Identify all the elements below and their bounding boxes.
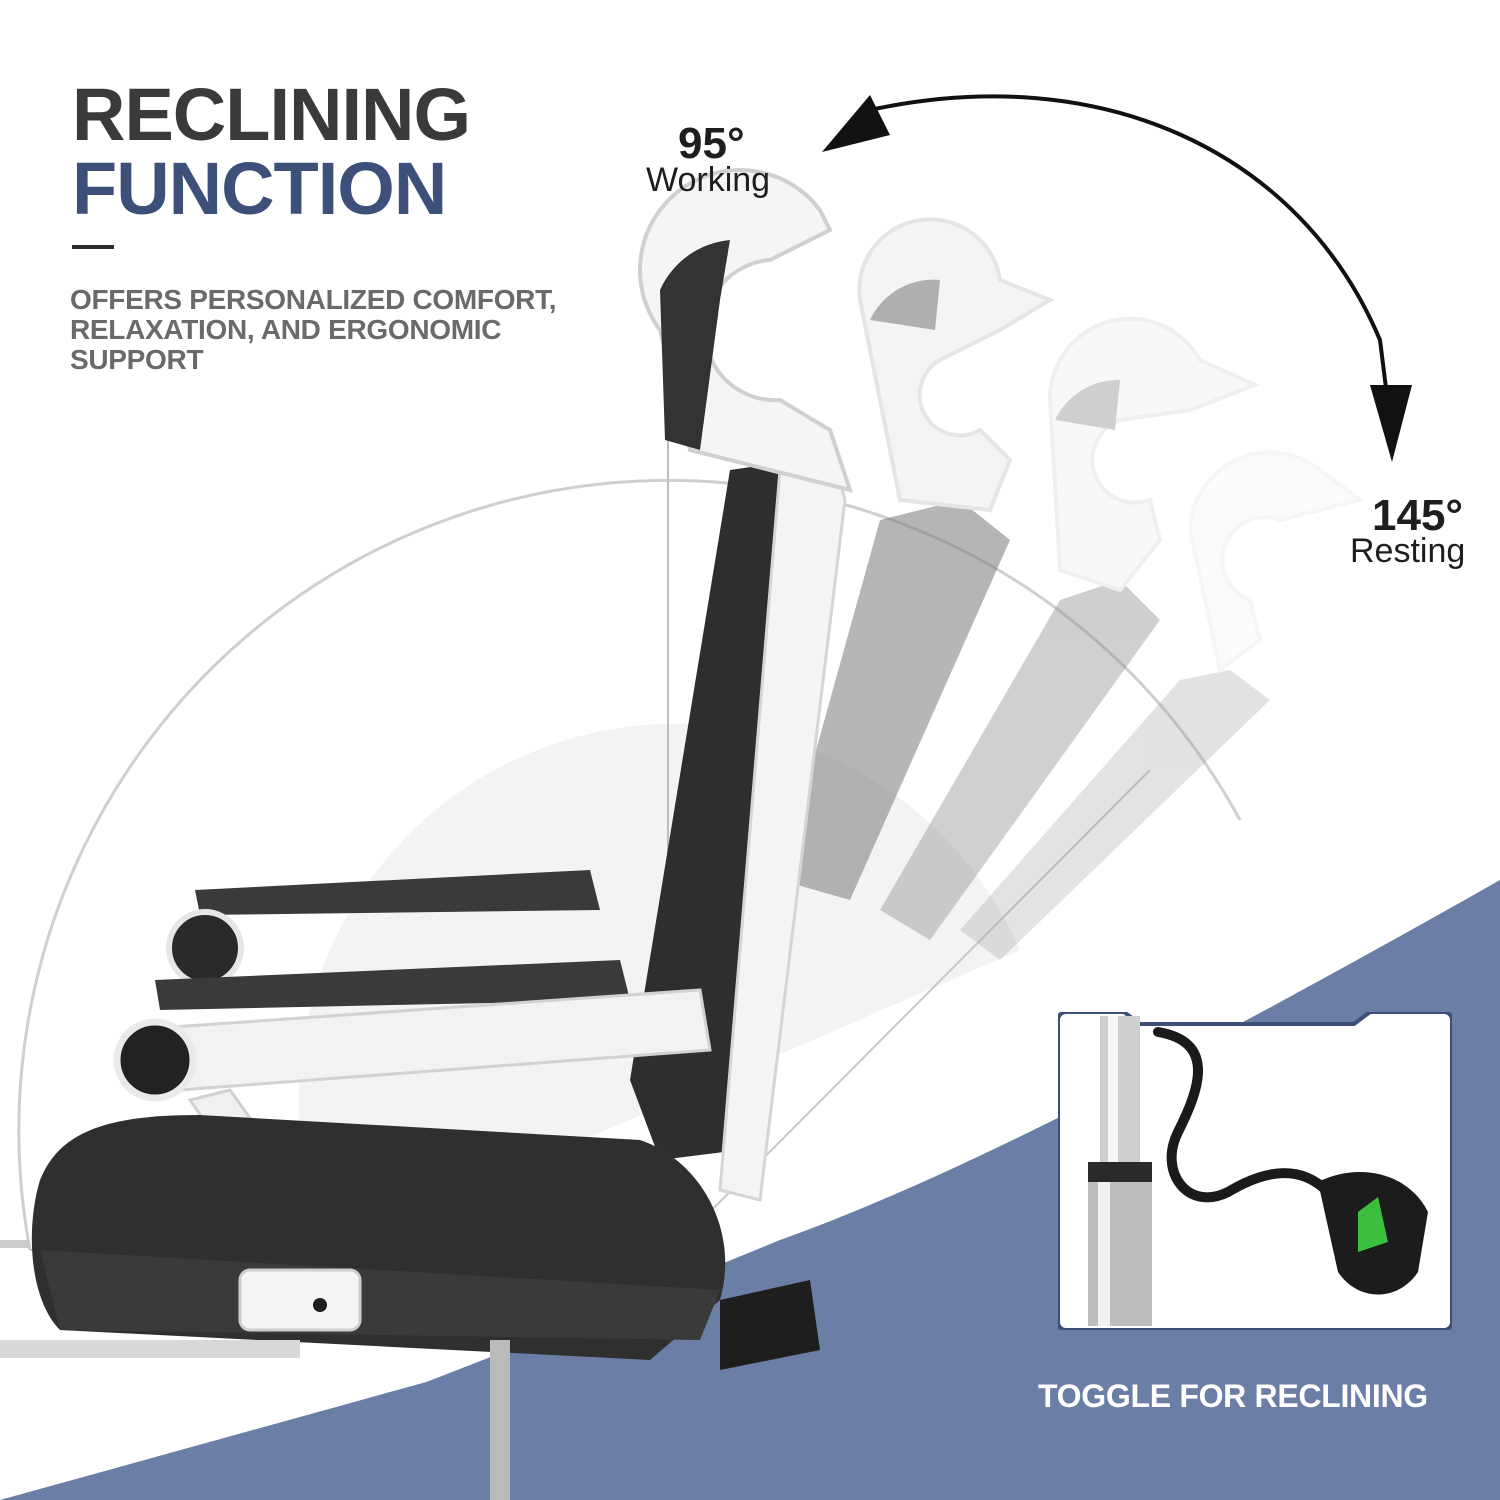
resting-angle: 145° <box>1372 491 1464 540</box>
working-label: Working <box>646 161 771 199</box>
blue-panel <box>0 880 1500 1500</box>
armrest-upper <box>195 870 600 915</box>
armrest-lower <box>155 960 630 1010</box>
lever-rod <box>1153 1027 1333 1203</box>
recline-arc-arrow-icon <box>869 94 1392 421</box>
heading-line2: FUNCTION <box>72 147 447 230</box>
toggle-caption: TOGGLE FOR RECLINING <box>1038 1378 1428 1414</box>
heading-line1: RECLINING <box>72 73 471 156</box>
resting-label: Resting <box>1350 532 1466 570</box>
working-angle: 95° <box>678 119 745 168</box>
subtitle: OFFERS PERSONALIZED COMFORT, RELAXATION,… <box>70 284 557 375</box>
title-divider <box>72 245 114 249</box>
toggle-inset <box>1058 1012 1452 1330</box>
recline-sector <box>17 478 1242 1251</box>
